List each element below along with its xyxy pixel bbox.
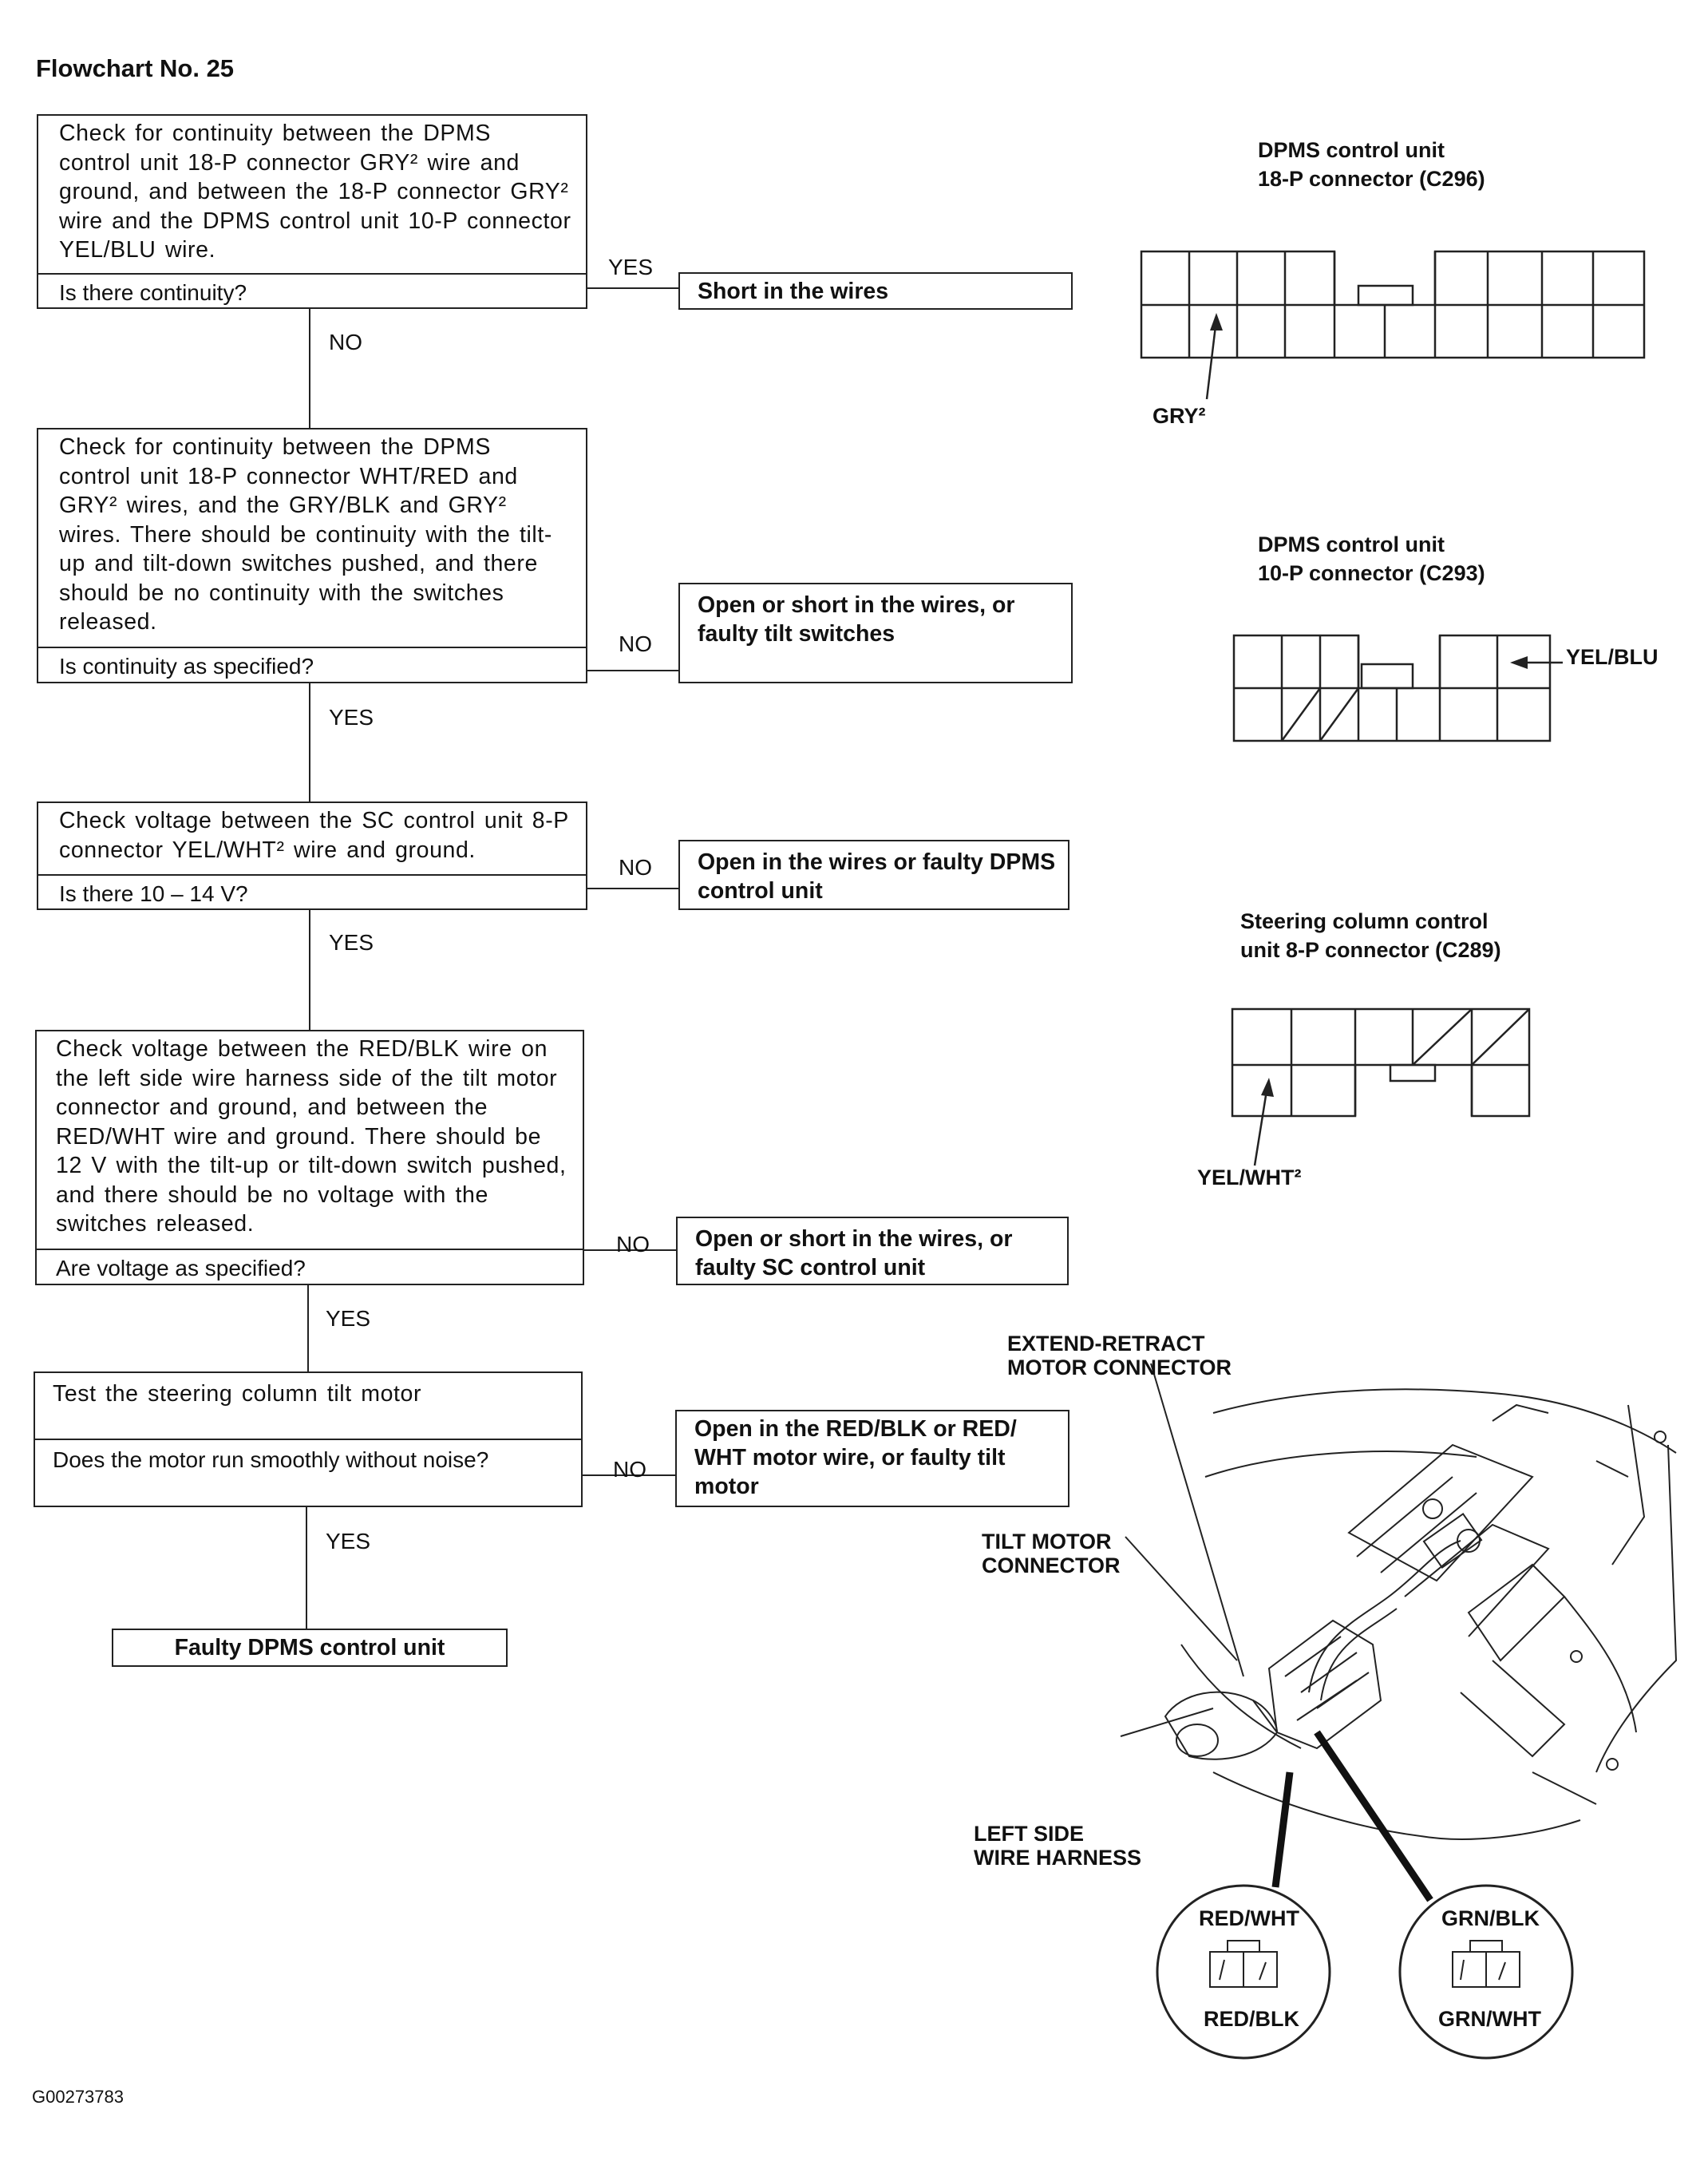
connector-18p-title: DPMS control unit 18-P connector (C296) — [1258, 138, 1485, 191]
step-5-branch-label: NO — [613, 1457, 646, 1482]
step-5-result-box: Open in the RED/BLK or RED/ WHT motor wi… — [675, 1410, 1069, 1507]
step-2-result: Open or short in the wires, or faulty ti… — [698, 592, 1015, 647]
step-3-down-label: YES — [329, 930, 374, 955]
left-circle-bottom-label: RED/BLK — [1204, 2007, 1299, 2031]
step-2-branch-label: NO — [619, 631, 652, 656]
step-5-text: Test the steering column tilt motor — [53, 1381, 422, 1407]
connector-18p-diagram — [1140, 250, 1646, 400]
step-3-result: Open in the wires or faulty DPMS control… — [698, 849, 1056, 904]
step-2-down-label: YES — [329, 705, 374, 730]
step-4-question: Are voltage as specified? — [37, 1249, 583, 1284]
tilt-motor-illustration — [1120, 1363, 1678, 2060]
connector-10p-wire-label: YEL/BLU — [1566, 645, 1659, 669]
step-4-down-label: YES — [326, 1306, 371, 1331]
step-3-box: Check voltage between the SC control uni… — [37, 801, 587, 910]
step-4-result: Open or short in the wires, or faulty SC… — [695, 1226, 1013, 1280]
step-3-branch-label: NO — [619, 855, 652, 880]
step-3-question: Is there 10 – 14 V? — [38, 874, 586, 908]
final-result-box: Faulty DPMS control unit — [112, 1629, 508, 1667]
step-5-down-label: YES — [326, 1529, 371, 1553]
step-3-text: Check voltage between the SC control uni… — [59, 808, 569, 863]
connector-8p-diagram — [1231, 1007, 1531, 1166]
left-side-harness-label: LEFT SIDE WIRE HARNESS — [974, 1822, 1142, 1870]
final-result: Faulty DPMS control unit — [174, 1635, 445, 1660]
right-circle-bottom-label: GRN/WHT — [1438, 2007, 1541, 2031]
figure-id: G00273783 — [32, 2087, 124, 2107]
step-4-text: Check voltage between the RED/BLK wire o… — [56, 1036, 567, 1237]
connector-10p-title: DPMS control unit 10-P connector (C293) — [1258, 532, 1485, 585]
step-5-question: Does the motor run smoothly without nois… — [35, 1439, 581, 1506]
step-1-result-box: Short in the wires — [678, 272, 1073, 310]
connector-8p-title: Steering column control unit 8-P connect… — [1240, 909, 1501, 962]
step-2-question: Is continuity as specified? — [38, 647, 586, 682]
connector-18p-wire-label: GRY² — [1153, 404, 1206, 428]
step-1-question: Is there continuity? — [38, 273, 586, 307]
step-1-text: Check for continuity between the DPMS co… — [59, 121, 571, 263]
step-1-branch-label: YES — [608, 255, 654, 279]
connector-10p-diagram — [1232, 634, 1552, 742]
step-4-result-box: Open or short in the wires, or faulty SC… — [676, 1217, 1069, 1285]
step-1-box: Check for continuity between the DPMS co… — [37, 114, 587, 309]
tilt-motor-connector-label: TILT MOTOR CONNECTOR — [982, 1530, 1121, 1577]
step-2-text: Check for continuity between the DPMS co… — [59, 434, 552, 635]
left-circle-top-label: RED/WHT — [1199, 1906, 1299, 1930]
step-3-result-box: Open in the wires or faulty DPMS control… — [678, 840, 1069, 910]
step-5-result: Open in the RED/BLK or RED/ WHT motor wi… — [694, 1416, 1017, 1499]
step-4-branch-label: NO — [616, 1232, 650, 1257]
flowchart-title: Flowchart No. 25 — [36, 54, 235, 82]
connector-10p-arrow — [1510, 656, 1563, 669]
step-4-box: Check voltage between the RED/BLK wire o… — [35, 1030, 584, 1285]
right-circle-top-label: GRN/BLK — [1441, 1906, 1540, 1930]
step-2-box: Check for continuity between the DPMS co… — [37, 428, 587, 683]
step-2-result-box: Open or short in the wires, or faulty ti… — [678, 583, 1073, 683]
step-1-down-label: NO — [329, 330, 362, 354]
extend-retract-label: EXTEND-RETRACT MOTOR CONNECTOR — [1007, 1332, 1232, 1379]
step-1-result: Short in the wires — [698, 279, 889, 304]
step-5-box: Test the steering column tilt motor Does… — [34, 1371, 583, 1507]
connector-8p-wire-label: YEL/WHT² — [1197, 1166, 1302, 1189]
